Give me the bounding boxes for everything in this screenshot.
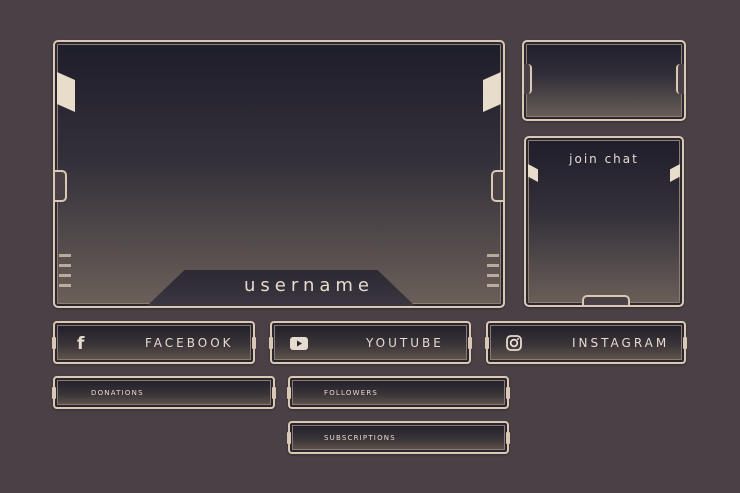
instagram-panel[interactable]: INSTAGRAM: [485, 321, 687, 364]
small-frame-left-notch: [524, 64, 532, 94]
clip-left: [52, 386, 56, 399]
chat-left-ornament: [528, 164, 538, 182]
instagram-icon: [506, 335, 522, 356]
clip-left: [269, 336, 273, 349]
chat-right-ornament: [670, 164, 680, 182]
left-stripe-1: [59, 254, 71, 257]
clip-left: [287, 386, 291, 399]
left-notch: [55, 170, 67, 202]
clip-right: [683, 336, 687, 349]
chat-title: join chat: [569, 152, 639, 166]
small-frame-right-notch: [676, 64, 684, 94]
youtube-icon: [290, 337, 308, 355]
left-ornament: [57, 72, 75, 112]
youtube-panel[interactable]: YOUTUBE: [269, 321, 472, 364]
clip-left: [485, 336, 489, 349]
left-stripe-2: [59, 264, 71, 267]
small-webcam-frame: [522, 40, 686, 121]
right-notch: [491, 170, 503, 202]
chat-frame: join chat: [524, 136, 684, 307]
subscriptions-panel[interactable]: SUBSCRIPTIONS: [287, 421, 510, 454]
clip-right: [252, 336, 256, 349]
right-stripe-2: [487, 264, 499, 267]
facebook-icon: f: [77, 334, 85, 354]
instagram-label: INSTAGRAM: [572, 335, 670, 350]
youtube-label: YOUTUBE: [366, 335, 444, 350]
clip-left: [287, 431, 291, 444]
clip-right: [506, 386, 510, 399]
main-stream-frame: username: [53, 40, 505, 308]
username-text: username: [244, 275, 374, 296]
donations-panel[interactable]: DONATIONS: [52, 376, 276, 409]
clip-right: [272, 386, 276, 399]
chat-bottom-tab: [582, 295, 630, 305]
subscriptions-label: SUBSCRIPTIONS: [324, 433, 396, 442]
right-stripe-4: [487, 284, 499, 287]
right-stripe-1: [487, 254, 499, 257]
facebook-label: FACEBOOK: [145, 335, 234, 350]
clip-left: [52, 336, 56, 349]
username-plate: [147, 270, 415, 306]
left-stripe-3: [59, 274, 71, 277]
followers-label: FOLLOWERS: [324, 388, 379, 397]
left-stripe-4: [59, 284, 71, 287]
followers-panel[interactable]: FOLLOWERS: [287, 376, 510, 409]
right-ornament: [483, 72, 501, 112]
clip-right: [468, 336, 472, 349]
facebook-panel[interactable]: f FACEBOOK: [52, 321, 256, 364]
right-stripe-3: [487, 274, 499, 277]
donations-label: DONATIONS: [91, 388, 144, 397]
clip-right: [506, 431, 510, 444]
